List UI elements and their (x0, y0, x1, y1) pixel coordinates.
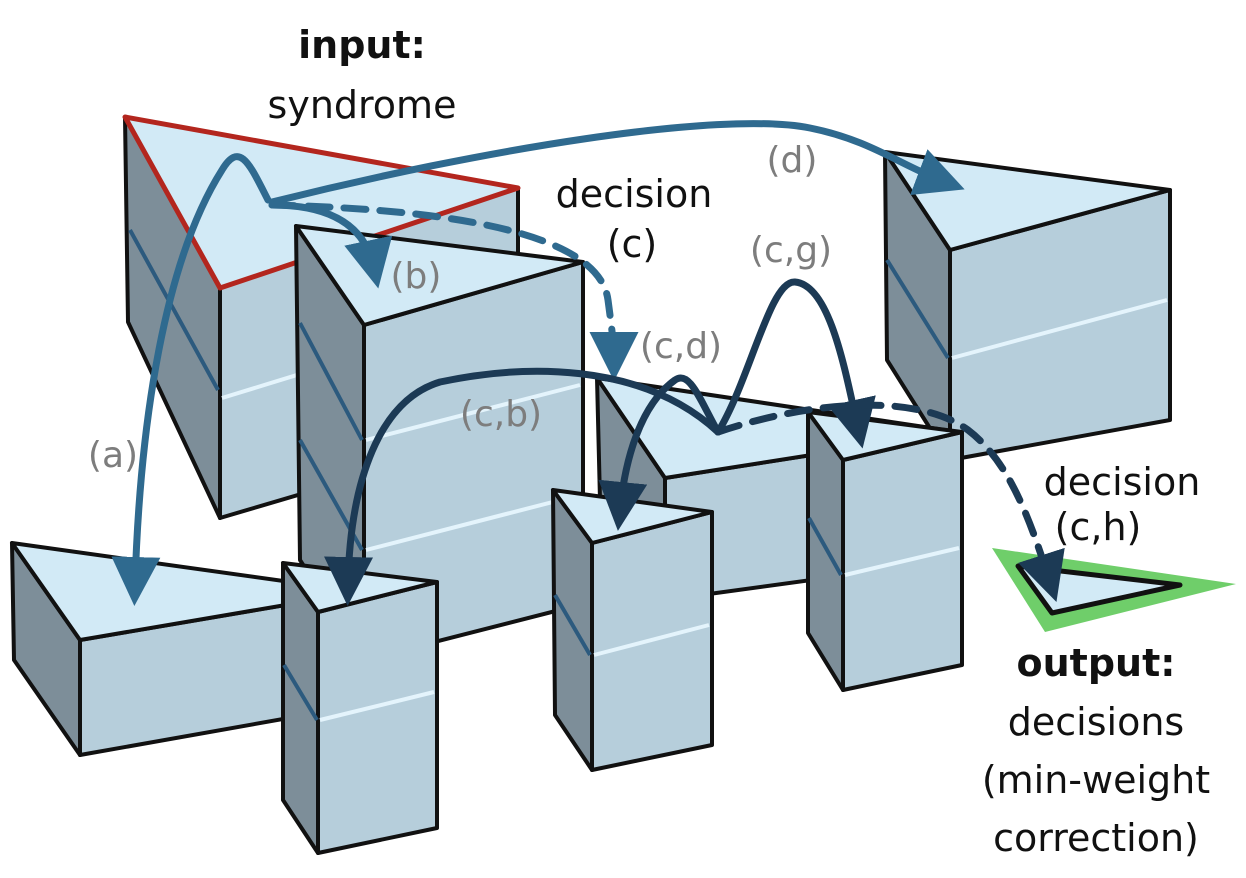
edge-label-b: (b) (391, 256, 442, 297)
arrow-c (268, 201, 639, 381)
arrow-cb (324, 367, 722, 606)
output-line1: decisions (1008, 700, 1184, 744)
arrow-cd (598, 374, 722, 531)
prism-right (883, 150, 1172, 462)
column-1 (281, 561, 439, 855)
arrow-a (111, 153, 272, 606)
decision-ch-line1: decision (1044, 460, 1201, 504)
edge-label-cg: (c,g) (750, 230, 832, 271)
output-line2: (min-weight (982, 758, 1210, 802)
input-title: input: (298, 23, 426, 67)
decision-c-line2: (c) (607, 222, 658, 266)
arrow-cg (714, 278, 876, 449)
decision-c-line1: decision (556, 172, 713, 216)
edge-label-a: (a) (88, 435, 138, 476)
output-title: output: (1017, 641, 1176, 685)
edge-label-cd: (c,d) (640, 326, 722, 367)
column-2 (551, 488, 714, 772)
edge-label-cb: (c,b) (460, 394, 542, 435)
arrow-ch (714, 401, 1065, 602)
input-subtitle: syndrome (268, 83, 457, 127)
column-3 (806, 410, 964, 692)
edge-label-d: (d) (767, 140, 818, 181)
output-triangle (992, 548, 1236, 632)
arrow-d (268, 120, 965, 206)
output-line3: correction) (993, 816, 1199, 860)
decision-ch-line2: (c,h) (1055, 505, 1142, 549)
